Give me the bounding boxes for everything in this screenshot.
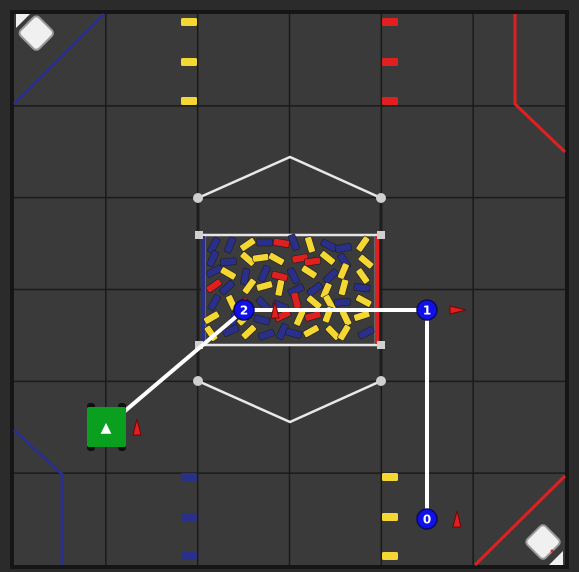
waypoint-1-heading-marker (449, 305, 467, 315)
goal-bottom-right-block-2 (382, 513, 398, 521)
pit-block (274, 279, 285, 297)
goal-bottom-left (181, 473, 197, 560)
red-corner-line-top-right (513, 14, 567, 154)
goal-top-right (382, 18, 398, 105)
pit-block (338, 278, 349, 296)
center-block-pit (195, 231, 385, 349)
pit-block (219, 266, 237, 281)
pit-block (274, 309, 292, 322)
pit-block (353, 283, 371, 293)
pit-block (240, 268, 251, 286)
waypoint-2[interactable]: 2 (233, 299, 255, 321)
blue-corner-line-bottom-left (12, 428, 64, 565)
pit-block (253, 314, 271, 326)
robot-heading-icon: ▲ (101, 420, 112, 436)
pit-block (284, 328, 303, 339)
goal-top-left-block-2 (181, 58, 197, 66)
pit-block (357, 326, 375, 340)
planned-path (104, 308, 429, 519)
waypoint-2-marker[interactable] (233, 299, 255, 321)
goal-bottom-right-block-1 (382, 473, 398, 481)
goal-bottom-left-block-3 (181, 552, 197, 560)
robot[interactable]: ▲ (87, 403, 126, 451)
waypoint-1-marker[interactable] (416, 299, 438, 321)
waypoint-0-label: 0 (423, 513, 431, 527)
loader-bottom-right (525, 524, 563, 565)
pit-block (334, 243, 352, 253)
pit-block (205, 264, 223, 278)
pit-block (287, 267, 301, 285)
goal-bottom-left-block-1 (181, 473, 197, 481)
goal-top-left-block-3 (181, 97, 197, 105)
pit-block (319, 250, 336, 266)
goal-top-right-block-3 (382, 97, 398, 105)
pit-block (333, 297, 351, 307)
loader-top-left (16, 14, 55, 51)
blue-corner-line-top-left (12, 12, 106, 106)
pit-block (239, 251, 256, 267)
pit-block (223, 236, 237, 254)
pit-block (355, 294, 373, 308)
pit-block (207, 236, 221, 254)
pit-block (302, 324, 320, 338)
pit-block (257, 328, 276, 341)
pit-block (355, 235, 371, 253)
pit-block (219, 279, 235, 296)
waypoint-1[interactable]: 1 (416, 299, 438, 321)
goal-top-left (181, 18, 197, 105)
goal-top-right-block-1 (382, 18, 398, 26)
red-corner-line-bottom-right (473, 474, 567, 567)
goal-bottom-right (382, 473, 398, 560)
goal-bottom-right-block-3 (382, 552, 398, 560)
robot-body[interactable] (87, 407, 126, 447)
waypoint-1-label: 1 (423, 304, 431, 318)
pit-block (322, 268, 339, 284)
pit-block (300, 264, 318, 279)
pit-block (207, 294, 221, 311)
pit-block (239, 237, 257, 252)
pit-block (272, 238, 290, 248)
pit-block (304, 310, 322, 322)
pit-block (256, 238, 274, 247)
pit-block (306, 281, 323, 297)
waypoint-2-label: 2 (240, 304, 248, 318)
waypoint-0[interactable]: 0 (416, 508, 438, 530)
goal-bottom-left-block-2 (181, 513, 197, 521)
pit-block (205, 278, 223, 294)
pit-block (304, 236, 316, 254)
pit-block (222, 324, 240, 338)
pit-block (357, 254, 375, 270)
pit-block (219, 257, 237, 267)
pit-block (257, 265, 271, 283)
pit-block (337, 262, 350, 280)
pit-block (203, 310, 221, 325)
pit-block (303, 256, 322, 267)
pit-block (267, 252, 285, 266)
pit-block (206, 250, 219, 268)
waypoint-0-marker[interactable] (416, 508, 438, 530)
pit-block (242, 278, 257, 295)
waypoint-0-heading-marker (452, 510, 462, 528)
pit-block (240, 324, 257, 340)
pit-block (306, 294, 323, 310)
goal-top-right-block-2 (382, 58, 398, 66)
waypoint-2-heading-marker (270, 301, 280, 319)
robot-heading-marker (132, 418, 142, 436)
pit-block (353, 310, 371, 322)
goal-top-left-block-1 (181, 18, 197, 26)
pit-block (355, 267, 370, 285)
pit-block (288, 233, 300, 251)
pit-block (255, 280, 274, 292)
pit-block (337, 324, 352, 341)
